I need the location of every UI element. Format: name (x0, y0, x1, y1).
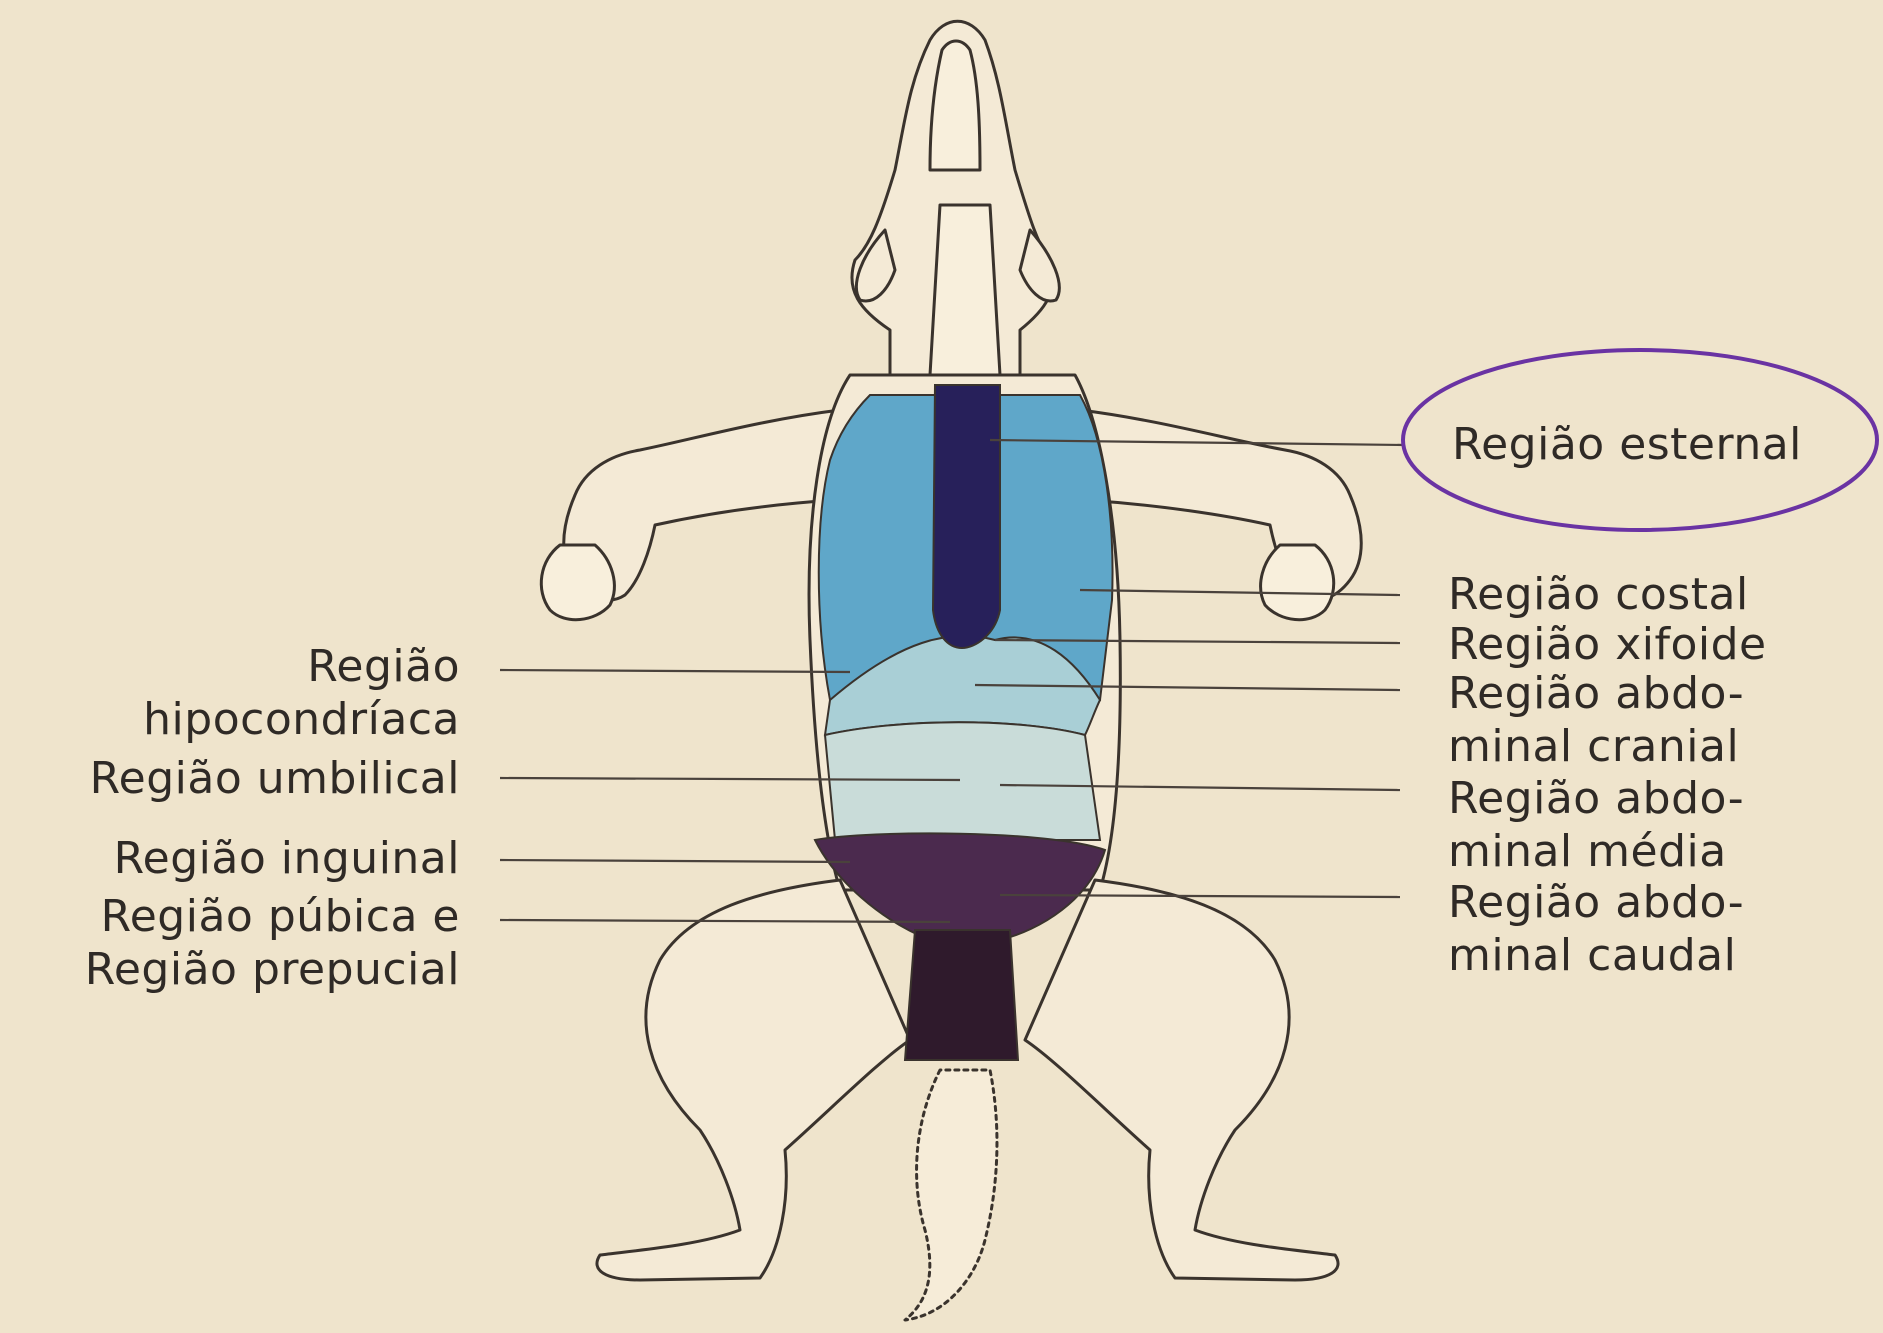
forepaw-left-outline (541, 545, 614, 620)
label-hipocondriaca-line1: Região (20, 640, 460, 693)
leader-costal (1080, 590, 1400, 595)
label-regiao-inguinal: Região inguinal (10, 832, 460, 885)
region-abdominal-media-shape (825, 722, 1100, 840)
forepaw-right-outline (1261, 545, 1334, 620)
label-pubica-line: Região púbica e (0, 890, 460, 943)
hindleg-right-outline (1025, 880, 1338, 1280)
leader-pubica (500, 920, 950, 922)
label-abd-caudal-line1: Região abdo- (1448, 876, 1744, 929)
label-hipocondriaca-line2: hipocondríaca (20, 693, 460, 746)
leader-inguinal (500, 860, 850, 862)
region-prepucial-shape (905, 930, 1018, 1060)
label-regiao-abdominal-media: Região abdo- minal média (1448, 772, 1744, 878)
label-regiao-abdominal-cranial: Região abdo- minal cranial (1448, 667, 1744, 773)
tail-outline (905, 1070, 997, 1320)
label-regiao-xifoide: Região xifoide (1448, 618, 1767, 671)
label-abd-cranial-line2: minal cranial (1448, 720, 1744, 773)
hindleg-left-outline (597, 880, 910, 1280)
label-regiao-pubica-prepucial: Região púbica e Região prepucial (0, 890, 460, 996)
region-sternal-shape (933, 385, 1000, 648)
label-regiao-costal: Região costal (1448, 568, 1749, 621)
label-abd-media-line2: minal média (1448, 825, 1744, 878)
neck-outline (930, 205, 1000, 375)
label-regiao-abdominal-caudal: Região abdo- minal caudal (1448, 876, 1744, 982)
label-regiao-esternal: Região esternal (1452, 418, 1802, 471)
label-regiao-umbilical: Região umbilical (10, 752, 460, 805)
label-abd-cranial-line1: Região abdo- (1448, 667, 1744, 720)
leader-hipocondriaca (500, 670, 850, 672)
label-prepucial-line: Região prepucial (0, 943, 460, 996)
label-abd-media-line1: Região abdo- (1448, 772, 1744, 825)
label-regiao-hipocondriaca: Região hipocondríaca (20, 640, 460, 746)
label-abd-caudal-line2: minal caudal (1448, 929, 1744, 982)
